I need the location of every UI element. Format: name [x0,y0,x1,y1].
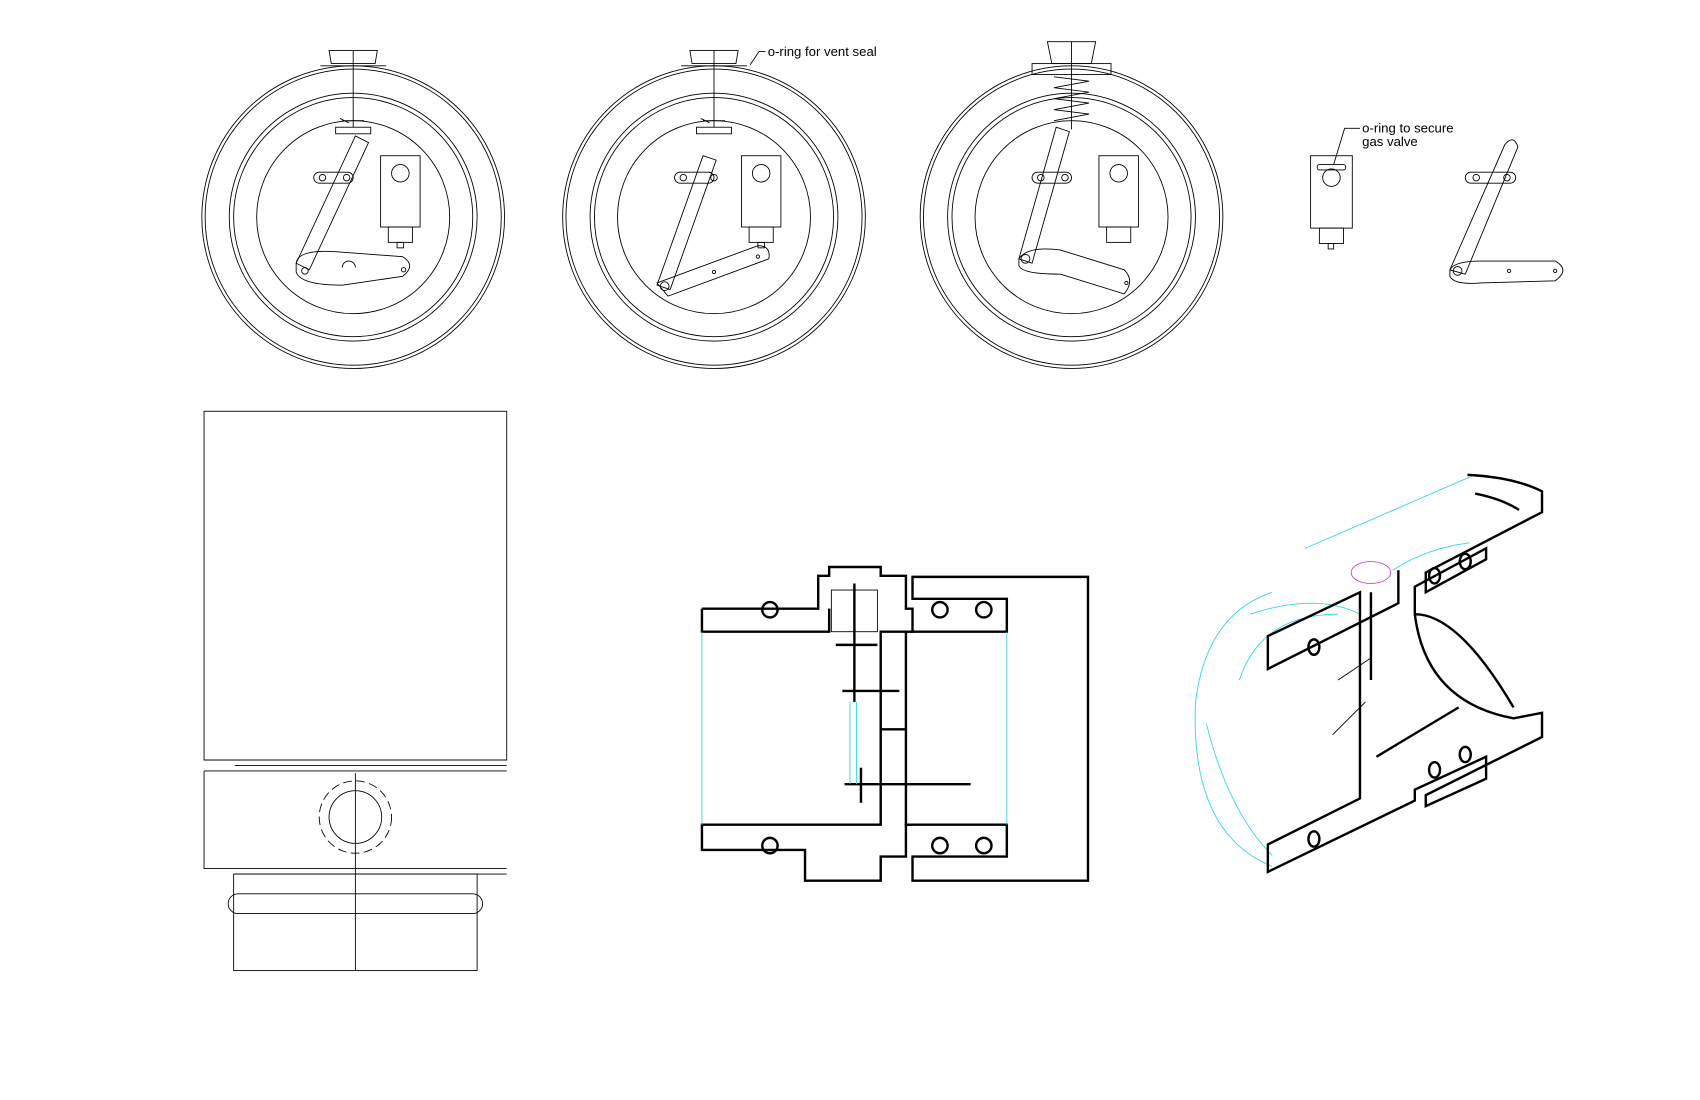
label-gas-valve-2: gas valve [1362,134,1418,149]
gas-valve-part [1310,127,1360,250]
top-view-open [919,41,1224,369]
side-view [203,410,508,972]
label-gas-valve-1: o-ring to secure [1362,121,1453,136]
isometric-section-view [1194,473,1544,874]
top-view-partial [562,50,866,369]
cross-section-view [700,565,1090,882]
top-view-closed [201,50,505,369]
lever-linkage-part [1449,139,1564,284]
label-vent-seal: o-ring for vent seal [768,44,877,59]
